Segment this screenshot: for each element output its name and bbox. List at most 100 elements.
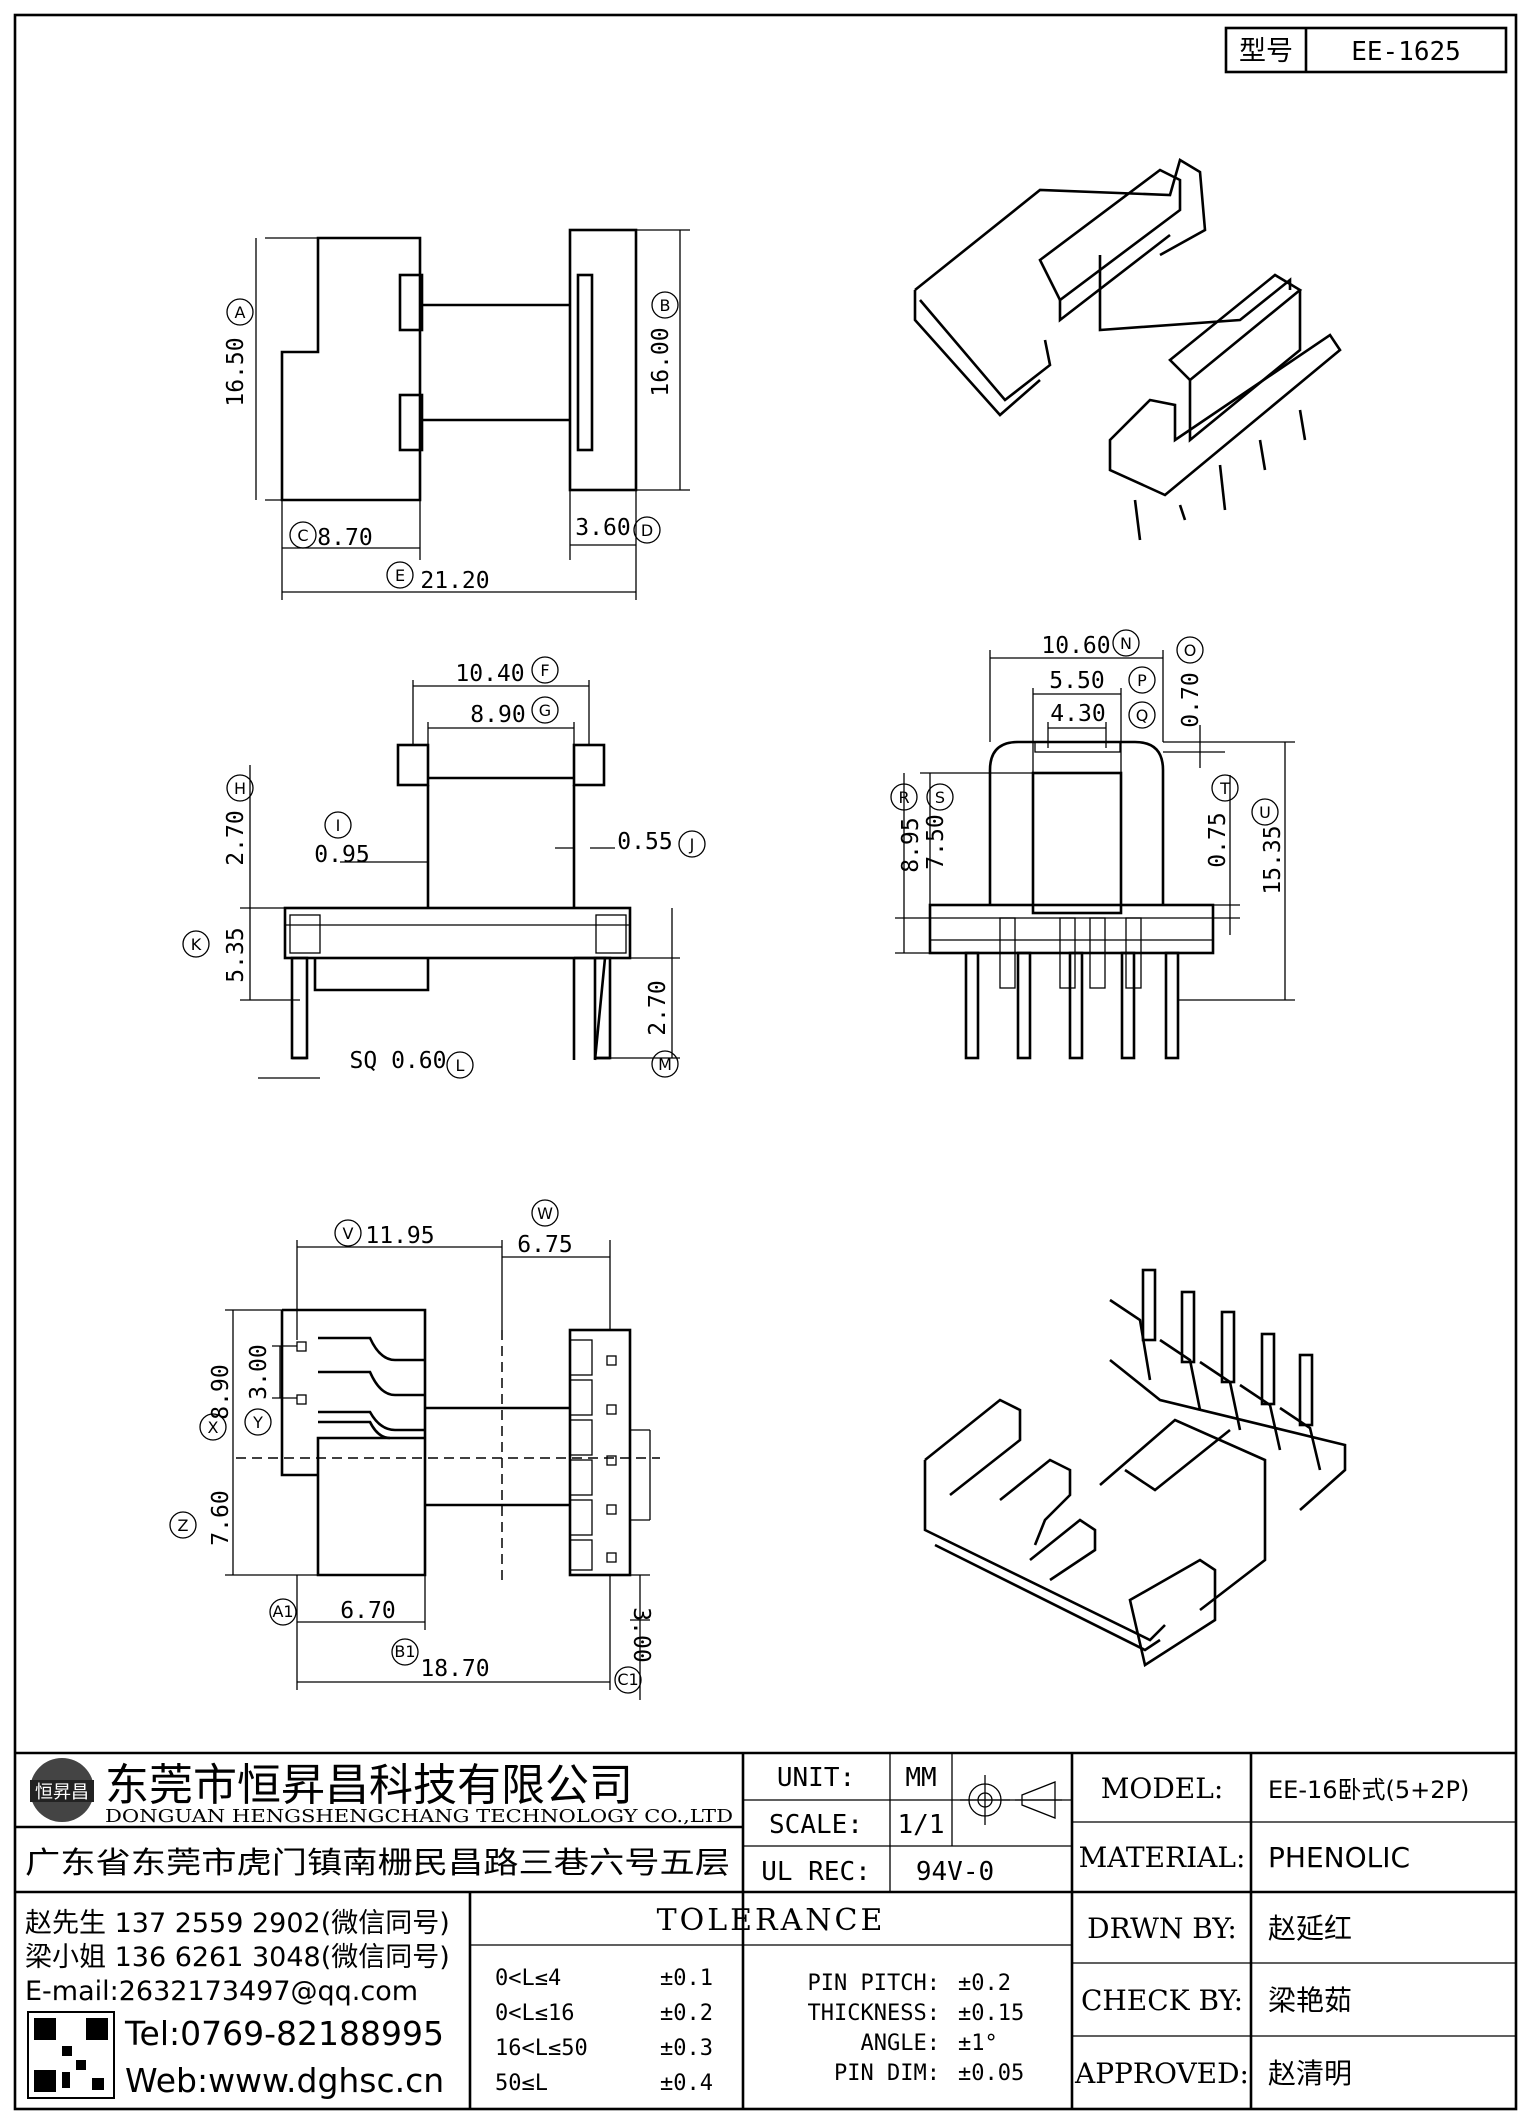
marker-letter: W (537, 1204, 553, 1223)
marker-u: U (1251, 798, 1279, 826)
marker-letter: Q (1136, 706, 1149, 725)
marker-f: F (531, 656, 559, 684)
dim-d-text: 3.60 (575, 515, 630, 541)
marker-letter: S (935, 788, 945, 807)
dim-k-text: 5.35 (223, 927, 249, 982)
marker-letter: E (395, 566, 405, 585)
model-header: 型号 EE-1625 (1224, 26, 1508, 74)
tol-range-3: 16<L≤50 (495, 2036, 588, 2061)
marker-y: Y (244, 1408, 272, 1436)
dim-v-text: 11.95 (365, 1223, 434, 1249)
company-logo: 恒昇昌 (30, 1758, 94, 1822)
tol-value-2: ±0.2 (660, 2001, 713, 2026)
model-value: EE-16卧式(5+2P) (1268, 1776, 1469, 1804)
marker-v: V (334, 1219, 362, 1247)
check-value: 梁艳茹 (1268, 1984, 1352, 2017)
ulrec-value: 94V-0 (916, 1857, 994, 1887)
marker-l: L (446, 1051, 474, 1079)
model-header-label: 型号 (1239, 36, 1293, 67)
dim-w-text: 6.75 (517, 1232, 572, 1258)
company-address: 广东省东莞市虎门镇南栅民昌路三巷六号五层 (25, 1846, 730, 1881)
marker-w: W (531, 1199, 559, 1227)
marker-g: G (531, 696, 559, 724)
company-email: E-mail:2632173497@qq.com (25, 1976, 418, 2007)
scale-label: SCALE: (769, 1810, 863, 1840)
material-value: PHENOLIC (1268, 1841, 1410, 1874)
tol-range-4: 50≤L (495, 2071, 548, 2096)
marker-letter: O (1184, 641, 1197, 660)
angle-value: ±1° (958, 2031, 998, 2056)
marker-a1: A1 (269, 1598, 297, 1626)
marker-letter: Y (252, 1413, 263, 1432)
thickness-value: ±0.15 (958, 2001, 1024, 2026)
company-name-en: DONGUAN HENGSHENGCHANG TECHNOLOGY CO.,LT… (105, 1806, 733, 1827)
marker-letter: K (191, 935, 202, 954)
view-end (895, 650, 1295, 1060)
marker-letter: N (1120, 634, 1132, 653)
marker-letter: B (660, 296, 671, 315)
marker-letter: C1 (617, 1670, 638, 1689)
marker-letter: R (898, 788, 909, 807)
marker-n: N (1112, 629, 1140, 657)
tol-range-1: 0<L≤4 (495, 1966, 561, 1991)
dim-s-text: 7.50 (923, 814, 949, 869)
ulrec-label: UL REC: (761, 1857, 871, 1887)
marker-m: M (651, 1050, 679, 1078)
marker-letter: F (540, 661, 549, 680)
dim-g-text: 8.90 (470, 702, 525, 728)
marker-a: A (226, 298, 254, 326)
marker-i: I (324, 811, 352, 839)
marker-letter: G (539, 701, 551, 720)
angle-label: ANGLE: (861, 2031, 940, 2056)
marker-letter: J (689, 835, 695, 854)
dim-c1-text: 3.00 (628, 1607, 654, 1662)
marker-x: X (199, 1413, 227, 1441)
iso-view-top (913, 158, 1342, 541)
dim-i-text: 0.95 (314, 842, 369, 868)
dimension-markers: A B C D E F G H I J K L M N O P Q R S T … (169, 291, 1279, 1694)
marker-o: O (1176, 636, 1204, 664)
marker-z: Z (169, 1511, 197, 1539)
contact-1: 赵先生 137 2559 2902(微信同号) (25, 1908, 450, 1939)
company-web: Web:www.dghsc.cn (125, 2061, 444, 2100)
drawn-value: 赵延红 (1268, 1912, 1352, 1945)
company-tel: Tel:0769-82188995 (124, 2014, 444, 2053)
projection-symbol-icon (960, 1775, 1062, 1825)
dimension-labels: 16.50 16.00 8.70 3.60 21.20 10.40 8.90 2… (208, 327, 1286, 1682)
dim-a1-text: 6.70 (340, 1598, 395, 1624)
marker-letter: T (1219, 779, 1230, 798)
dim-t-text: 0.75 (1205, 812, 1231, 867)
tolerance-title: TOLERANCE (657, 1903, 886, 1938)
tol-value-3: ±0.3 (660, 2036, 713, 2061)
dim-n-text: 10.60 (1041, 633, 1110, 659)
pin-pitch-label: PIN PITCH: (808, 1971, 940, 1996)
dim-m-text: 2.70 (645, 980, 671, 1035)
marker-letter: L (456, 1056, 465, 1075)
model-header-value: EE-1625 (1351, 37, 1461, 67)
marker-s: S (926, 783, 954, 811)
marker-letter: P (1137, 671, 1147, 690)
thickness-label: THICKNESS: (808, 2001, 940, 2026)
drawing-frame (13, 13, 1518, 2111)
iso-view-bottom (923, 1268, 1347, 1668)
dim-l-text: SQ 0.60 (350, 1048, 447, 1074)
marker-c: C (289, 521, 317, 549)
dim-r-text: 8.95 (898, 817, 924, 872)
dim-b1-text: 18.70 (420, 1656, 489, 1682)
marker-e: E (386, 561, 414, 589)
marker-letter: M (658, 1055, 672, 1074)
dim-a-text: 16.50 (223, 337, 249, 406)
dim-j-text: 0.55 (617, 829, 672, 855)
dim-z-text: 7.60 (208, 1490, 234, 1545)
marker-letter: I (336, 816, 341, 835)
contact-2: 梁小姐 136 6261 3048(微信同号) (25, 1942, 450, 1973)
marker-c1: C1 (614, 1666, 642, 1694)
marker-letter: X (208, 1418, 219, 1437)
marker-b: B (651, 291, 679, 319)
dim-h-text: 2.70 (223, 810, 249, 865)
model-label: MODEL: (1101, 1772, 1224, 1805)
company-name-cn: 东莞市恒昇昌科技有限公司 (105, 1760, 633, 1811)
dim-b-text: 16.00 (648, 327, 674, 396)
marker-letter: U (1259, 803, 1271, 822)
